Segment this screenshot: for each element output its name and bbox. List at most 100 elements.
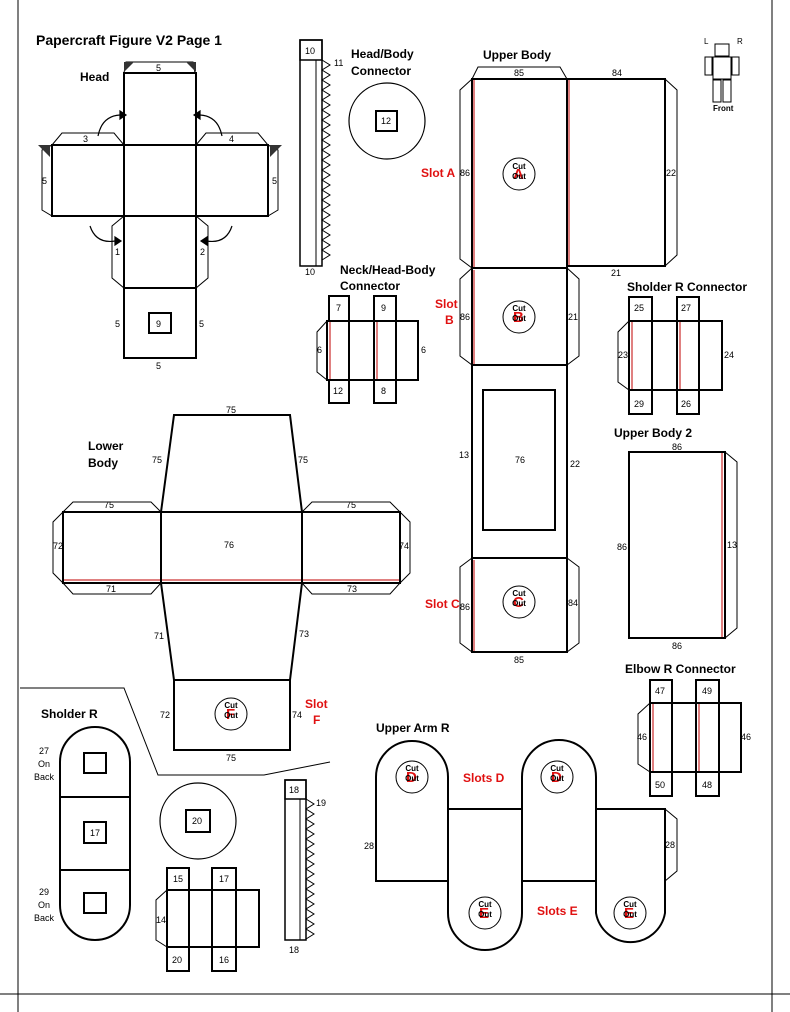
num-src-26: 26 [681, 399, 692, 409]
num-ub2-86-left: 86 [617, 542, 628, 552]
upper-arm-r-title: Upper Arm R [376, 721, 450, 735]
num-lb-72-tail: 72 [160, 710, 171, 720]
page-title: Papercraft Figure V2 Page 1 [36, 32, 222, 48]
cutout-b-text-2: Out [512, 314, 526, 323]
num-srdisc-20: 20 [192, 816, 203, 826]
sholder-r-tab-strip [155, 867, 260, 972]
num-ub-84: 84 [612, 68, 623, 78]
cutout-d1-text-1: Cut [405, 764, 419, 773]
slots-e-label: Slots E [537, 904, 578, 918]
num-ub-21-top: 21 [611, 268, 622, 278]
num-ub-86-c: 86 [460, 602, 471, 612]
cutout-d1-letter: D [406, 769, 417, 786]
num-src-27: 27 [681, 303, 692, 313]
num-lb-75-bottom: 75 [226, 753, 237, 763]
slot-b-label-line1: Slot [435, 297, 458, 311]
neck-connector-title-line2: Connector [340, 279, 400, 293]
num-sr-17: 17 [90, 828, 101, 838]
num-ub-85-top: 85 [514, 68, 525, 78]
num-lb-71-bottom: 71 [106, 584, 117, 594]
num-lb-75-right: 75 [298, 455, 309, 465]
num-uar-28-right: 28 [665, 840, 676, 850]
head-body-title-line2: Connector [351, 64, 411, 78]
num-erc-46-right: 46 [741, 732, 752, 742]
num-lb-74-tail: 74 [292, 710, 303, 720]
num-strip-11: 11 [334, 58, 344, 68]
num-head-4: 4 [229, 134, 235, 144]
slot-b-label-line2: B [445, 313, 454, 327]
num-srt-14: 14 [156, 915, 167, 925]
note-27-line1: 27 [38, 746, 49, 756]
num-ub2-86-top: 86 [672, 442, 683, 452]
elbow-r-connector [637, 679, 742, 797]
num-lb-75-left: 75 [152, 455, 163, 465]
note-27-line2: On [37, 759, 50, 769]
neck-connector-title-line1: Neck/Head-Body [340, 263, 436, 277]
cutout-f-letter: F [226, 706, 236, 723]
num-neck-6-right: 6 [421, 345, 427, 355]
num-uar-28-left: 28 [364, 841, 375, 851]
num-srt-17: 17 [219, 874, 230, 884]
num-lb-73-bottom: 73 [347, 584, 358, 594]
cutout-c-text-1: Cut [512, 589, 526, 598]
num-srs-18-top: 18 [289, 785, 300, 795]
num-lb-75-top: 75 [226, 405, 237, 415]
cutout-a-text-2: Out [512, 172, 526, 181]
sholder-r-piece [59, 726, 131, 941]
cutout-e1-text-2: Out [478, 910, 492, 919]
num-lb-75-rflap: 75 [346, 500, 357, 510]
sholder-r-connector-title: Sholder R Connector [627, 280, 748, 294]
upper-body-piece [459, 66, 678, 653]
sholder-r-title: Sholder R [41, 707, 98, 721]
num-ub-21-side: 21 [568, 312, 579, 322]
num-ub2-86-bottom: 86 [672, 641, 683, 651]
lower-body-title-line2: Body [88, 456, 118, 470]
num-ub-85-bottom: 85 [514, 655, 525, 665]
num-head-bottom: 5 [156, 361, 162, 371]
num-neck-9: 9 [381, 303, 387, 313]
num-disc-12: 12 [381, 116, 392, 126]
sholder-r-strip [284, 779, 315, 941]
num-erc-50: 50 [655, 780, 666, 790]
num-src-24: 24 [724, 350, 735, 360]
note-27-line3: Back [33, 772, 54, 782]
head-body-title-line1: Head/Body [351, 47, 414, 61]
num-lb-76: 76 [224, 540, 235, 550]
num-src-25: 25 [634, 303, 645, 313]
num-erc-47: 47 [655, 686, 666, 696]
num-head-back-left: 5 [115, 319, 121, 329]
sholder-r-connector [617, 296, 723, 415]
num-strip-10-bottom: 10 [305, 267, 316, 277]
num-head-3: 3 [83, 134, 89, 144]
head-body-strip [299, 39, 331, 267]
cutout-e1-text-1: Cut [478, 900, 492, 909]
num-ub-13: 13 [459, 450, 470, 460]
cutout-a-letter: A [513, 166, 524, 183]
cutout-a-text-1: Cut [512, 162, 526, 171]
head-piece [38, 61, 282, 359]
upper-body-title: Upper Body [483, 48, 552, 62]
cutout-e2-letter: E [624, 905, 635, 922]
elbow-r-connector-title: Elbow R Connector [625, 662, 736, 676]
slot-f-label-line1: Slot [305, 697, 328, 711]
cutout-d2-letter: D [551, 769, 562, 786]
num-lb-72: 72 [53, 541, 64, 551]
num-srs-18-bottom: 18 [289, 945, 300, 955]
cut-line-divider [20, 687, 331, 776]
num-erc-46-left: 46 [637, 732, 648, 742]
num-ub-84-side: 84 [568, 598, 579, 608]
num-head-2: 2 [200, 247, 206, 257]
slot-c-label: Slot C [425, 597, 460, 611]
note-29-line2: On [37, 900, 50, 910]
slots-d-label: Slots D [463, 771, 505, 785]
head-title: Head [80, 70, 110, 84]
sholder-r-disc [159, 782, 237, 860]
num-head-right: 5 [272, 176, 278, 186]
cutout-e1-letter: E [479, 905, 490, 922]
num-erc-48: 48 [702, 780, 713, 790]
num-head-back-right: 5 [199, 319, 205, 329]
num-ub2-13: 13 [727, 540, 738, 550]
num-head-9: 9 [156, 319, 162, 329]
num-lb-74: 74 [399, 541, 410, 551]
slot-f-label-line2: F [313, 713, 321, 727]
